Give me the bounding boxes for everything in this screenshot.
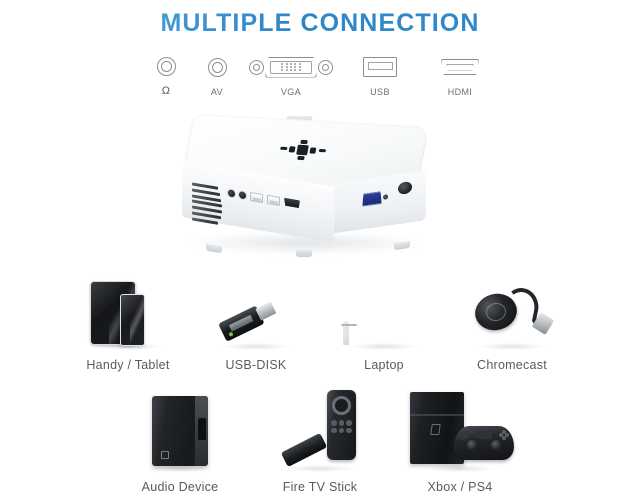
device-label-audio: Audio Device — [141, 480, 219, 494]
headphone-jack-icon — [156, 52, 176, 80]
device-laptop: Laptop — [320, 268, 448, 372]
projector-hdmi-port — [284, 198, 300, 209]
projector-stage — [0, 112, 640, 272]
projector-headphone-jack — [239, 190, 246, 199]
port-usb: USB — [340, 53, 420, 97]
projector-av-jack — [228, 188, 235, 197]
fire-tv-stick-icon — [250, 390, 390, 472]
port-icon-row: Ω AV — [0, 52, 640, 97]
game-console-icon — [390, 390, 530, 472]
projector-image — [180, 113, 430, 257]
speaker-icon — [110, 390, 250, 472]
projector-usb-port-2 — [267, 194, 280, 206]
port-hdmi: HDMI — [420, 53, 500, 97]
device-label-chromecast: Chromecast — [477, 358, 547, 372]
projector-shadow — [188, 232, 424, 254]
device-label-usb-disk: USB-DISK — [225, 358, 287, 372]
laptop-icon — [320, 268, 448, 350]
device-game-console: Xbox / PS4 — [390, 390, 530, 494]
device-handy-tablet: Handy / Tablet — [64, 268, 192, 372]
projector-control-pad — [278, 139, 327, 162]
projector-vents — [190, 179, 224, 229]
chromecast-dongle-icon — [448, 268, 576, 350]
projector-usb-port-1 — [250, 191, 263, 203]
port-label-usb: USB — [370, 87, 390, 97]
av-jack-icon — [207, 53, 227, 81]
device-label-laptop: Laptop — [364, 358, 404, 372]
device-row-top: Handy / Tablet USB-DISK Lapto — [0, 268, 640, 372]
device-label-fire-tv-stick: Fire TV Stick — [282, 480, 358, 494]
port-vga: VGA — [242, 53, 340, 97]
port-label-vga: VGA — [280, 87, 302, 97]
usb-port-icon — [363, 53, 397, 81]
device-usb-disk: USB-DISK — [192, 268, 320, 372]
vga-port-icon — [249, 53, 333, 81]
port-av: AV — [192, 53, 242, 97]
device-label-handy-tablet: Handy / Tablet — [86, 358, 170, 372]
page-title: MULTIPLE CONNECTION — [0, 9, 640, 38]
port-label-av: AV — [210, 87, 224, 97]
device-row-bottom: Audio Device Fire TV Stick — [0, 390, 640, 494]
projector-foot-front — [296, 250, 312, 257]
device-chromecast: Chromecast — [448, 268, 576, 372]
usb-flash-drive-icon — [192, 268, 320, 350]
tablet-phone-icon — [64, 268, 192, 350]
device-fire-tv-stick: Fire TV Stick — [250, 390, 390, 494]
device-label-game-console: Xbox / PS4 — [427, 480, 493, 494]
port-label-headphone: Ω — [161, 85, 171, 97]
device-audio: Audio Device — [110, 390, 250, 494]
port-label-hdmi: HDMI — [447, 87, 473, 97]
hdmi-port-icon — [441, 53, 479, 81]
port-headphone: Ω — [140, 52, 192, 97]
